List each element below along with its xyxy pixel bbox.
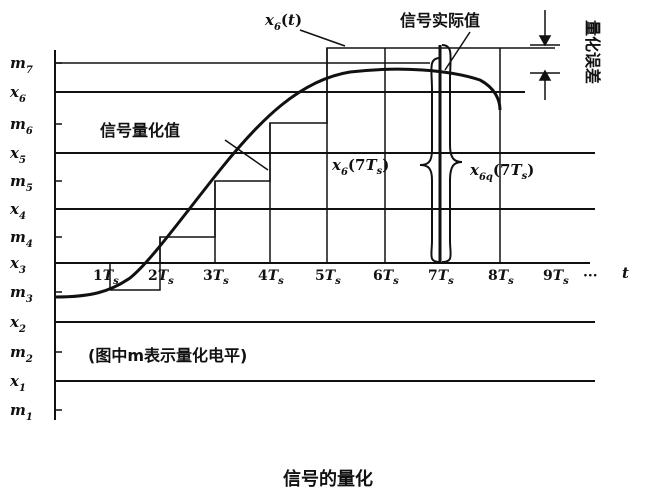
time-symbol: t xyxy=(622,264,629,282)
actual-value-label: 信号实际值 xyxy=(400,11,480,30)
quant-error-marker xyxy=(530,10,560,100)
brace-label-x6q-7ts: x6q(7Ts) xyxy=(469,161,534,183)
level-note: (图中m表示量化电平) xyxy=(88,346,247,365)
quantized-value-label: 信号量化值 xyxy=(100,121,180,140)
time-ellipsis: ··· xyxy=(583,268,598,284)
level-label-m2: m2 xyxy=(10,343,33,365)
figure-caption: 信号的量化 xyxy=(283,468,373,490)
level-label-x3: x3 xyxy=(9,254,26,276)
level-label-m6: m6 xyxy=(10,115,33,137)
time-ticks: 1Ts 2Ts 3Ts 4Ts 5Ts 6Ts 7Ts 8Ts 9Ts xyxy=(93,268,569,287)
quant-error-label: 量化误差 xyxy=(583,20,602,84)
level-label-m7: m7 xyxy=(10,54,33,76)
brace-label-x6-7ts: x6(7Ts) xyxy=(331,156,389,178)
level-label-x5: x5 xyxy=(9,144,26,166)
time-tick-9: 9Ts xyxy=(543,268,569,287)
brace-left xyxy=(419,57,441,263)
level-label-m5: m5 xyxy=(10,172,33,194)
time-tick-2: 2Ts xyxy=(148,268,174,287)
level-label-m4: m4 xyxy=(10,228,33,250)
level-label-x2: x2 xyxy=(9,313,26,335)
time-tick-5: 5Ts xyxy=(315,268,341,287)
time-tick-6: 6Ts xyxy=(373,268,399,287)
time-tick-1: 1Ts xyxy=(93,268,119,287)
curve-label: x6(t) xyxy=(264,11,302,33)
level-label-x4: x4 xyxy=(9,200,26,222)
level-label-m1: m1 xyxy=(10,401,33,423)
level-label-x6: x6 xyxy=(9,83,26,105)
level-label-x1: x1 xyxy=(9,372,26,394)
brace-right xyxy=(441,44,463,263)
level-lines: m7 x6 m6 x5 m5 x4 m4 x3 m3 x2 m2 x1 m1 xyxy=(9,54,595,423)
actual-value-leader xyxy=(444,31,471,71)
time-tick-4: 4Ts xyxy=(258,268,284,287)
level-label-m3: m3 xyxy=(10,283,33,305)
curve-label-leader xyxy=(299,29,346,47)
time-tick-8: 8Ts xyxy=(488,268,514,287)
time-tick-3: 3Ts xyxy=(203,268,229,287)
time-tick-7: 7Ts xyxy=(428,268,454,287)
quantized-value-leader xyxy=(224,139,269,171)
signal-curve xyxy=(54,67,502,299)
